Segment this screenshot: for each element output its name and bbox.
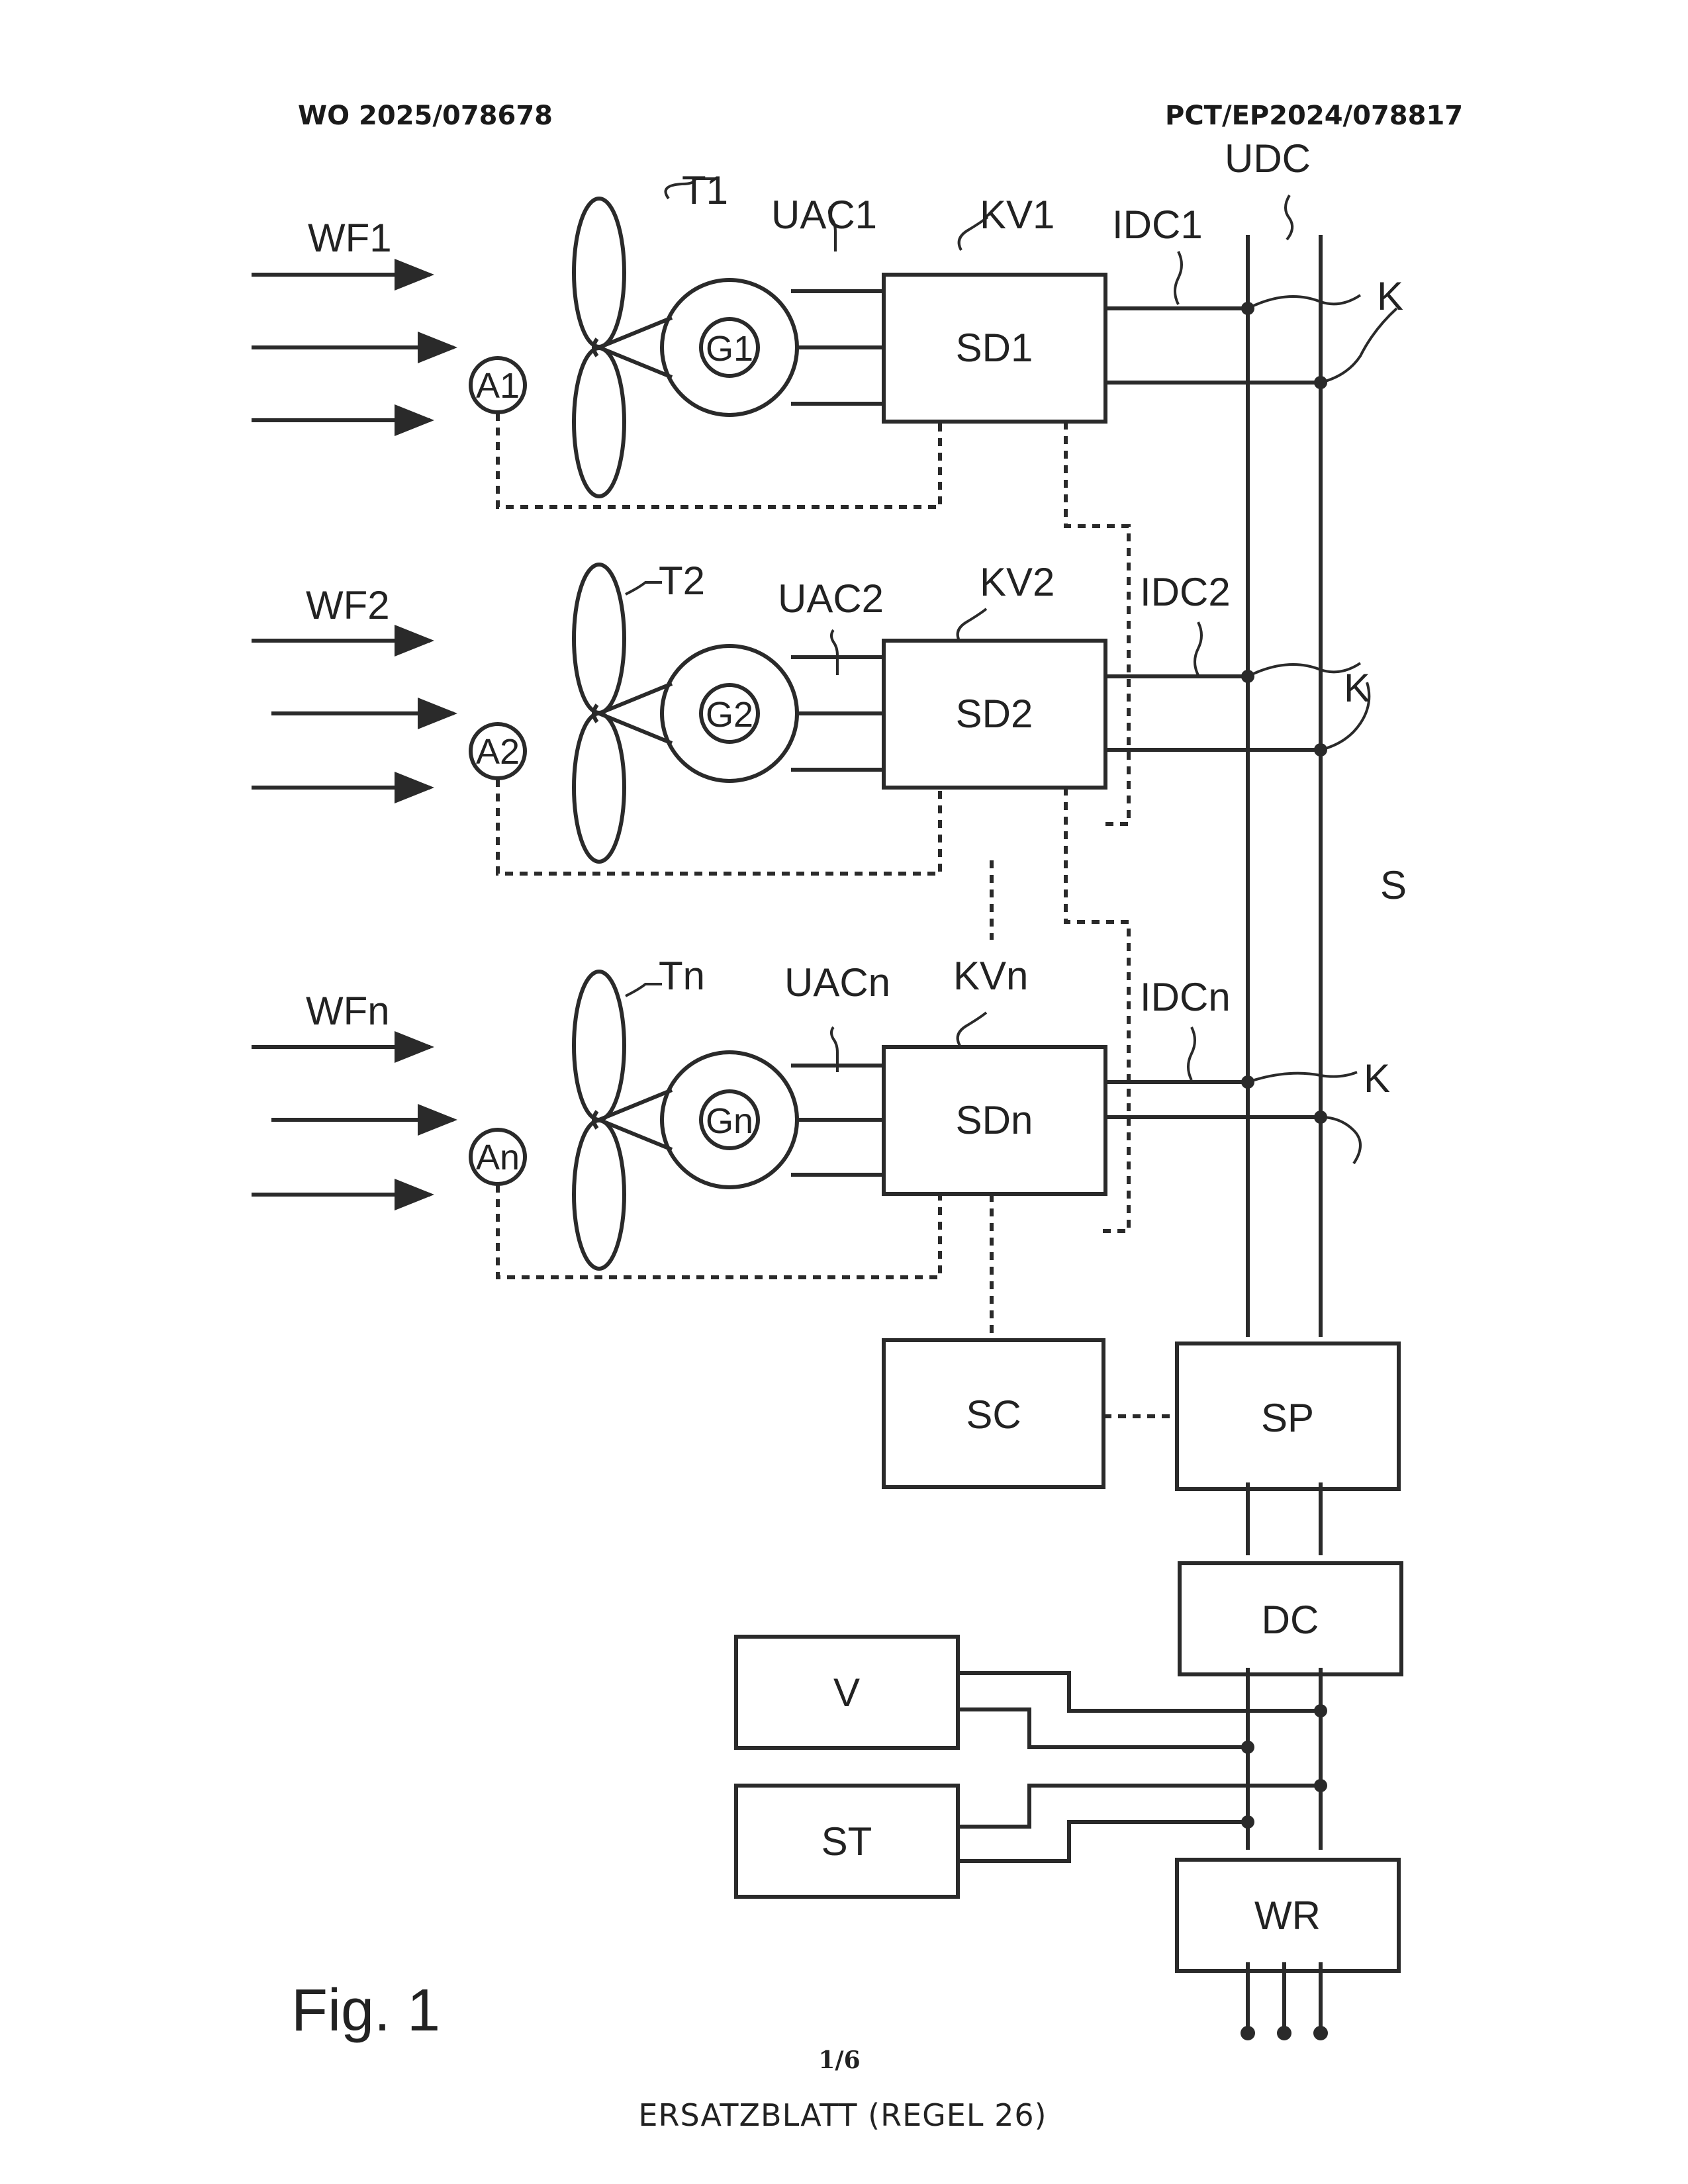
sdn-label: SDn (956, 1098, 1033, 1142)
rotor-blade (574, 713, 624, 862)
g2-label: G2 (706, 695, 753, 735)
gn-label: Gn (706, 1101, 753, 1141)
sc-label: SC (966, 1392, 1021, 1437)
udc-label: UDC (1225, 136, 1311, 181)
turbine-row-2 (252, 565, 1369, 1231)
turbine-row-n (252, 972, 1360, 1340)
rotor-blade (574, 565, 624, 713)
footer-note: ERSATZBLATT (REGEL 26) (638, 2097, 1047, 2133)
wf2-label: WF2 (306, 583, 390, 627)
uac2-label: UAC2 (778, 576, 884, 621)
t2-label: T2 (659, 559, 705, 603)
v-label: V (833, 1670, 860, 1715)
k-label-2: K (1344, 666, 1370, 710)
st-label: ST (821, 1819, 872, 1864)
wfn-label: WFn (306, 989, 390, 1033)
k-label-1: K (1377, 274, 1403, 318)
publication-number: WO 2025/078678 (298, 101, 553, 131)
figure-label: Fig. 1 (291, 1978, 440, 2044)
rotor-blade (574, 199, 624, 347)
rotor-blade (574, 1120, 624, 1269)
g1-label: G1 (706, 329, 753, 369)
dc-bus (1241, 235, 1328, 2040)
uacn-label: UACn (784, 960, 890, 1005)
t1-label: T1 (682, 168, 728, 212)
udc-leader (1286, 195, 1292, 240)
k-label-n: K (1364, 1056, 1390, 1101)
an-label: An (476, 1138, 520, 1177)
kvn-label: KVn (953, 954, 1028, 998)
sd2-label: SD2 (956, 692, 1033, 736)
uac1-label: UAC1 (771, 193, 877, 237)
sd1-label: SD1 (956, 326, 1033, 370)
kv2-label: KV2 (980, 560, 1055, 604)
idc2-label: IDC2 (1140, 570, 1231, 614)
turbine-row-1 (252, 179, 1397, 824)
application-number: PCT/EP2024/078817 (1165, 101, 1463, 131)
wr-label: WR (1254, 1893, 1321, 1938)
a2-label: A2 (476, 732, 520, 772)
kv1-label: KV1 (980, 193, 1055, 237)
rotor-blade (574, 972, 624, 1120)
rotor-blade (574, 348, 624, 496)
s-label: S (1380, 863, 1407, 907)
sp-label: SP (1261, 1396, 1314, 1440)
tn-label: Tn (659, 954, 705, 998)
a1-label: A1 (476, 366, 520, 406)
wf1-label: WF1 (308, 216, 392, 260)
idc1-label: IDC1 (1112, 203, 1203, 247)
page-number: 1/6 (818, 2046, 860, 2074)
dc-label: DC (1262, 1598, 1319, 1642)
idcn-label: IDCn (1140, 975, 1231, 1019)
